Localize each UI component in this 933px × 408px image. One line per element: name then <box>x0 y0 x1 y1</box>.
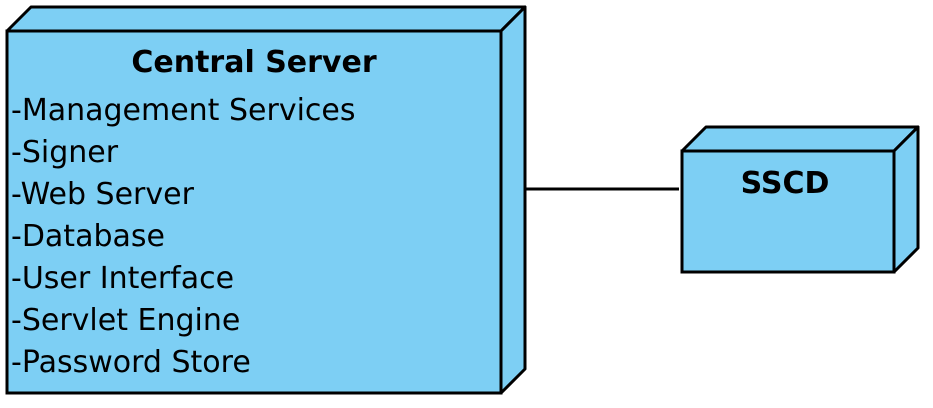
sscd-front-face <box>680 149 896 274</box>
central-server-component: -User Interface <box>11 261 235 296</box>
central-server-component: -Servlet Engine <box>11 303 241 338</box>
sscd-node <box>680 125 920 274</box>
central-server-component: -Web Server <box>11 177 194 212</box>
sscd-side-face <box>892 125 920 274</box>
central-server-component: -Management Services <box>11 93 356 128</box>
central-server-side-face <box>499 5 527 395</box>
sscd-title: SSCD <box>740 166 830 201</box>
sscd-top-face <box>680 125 920 153</box>
central-server-component-list: -Management Services -Signer -Web Server… <box>11 90 356 384</box>
central-server-component: -Password Store <box>11 345 251 380</box>
central-server-component: -Database <box>11 219 165 254</box>
central-server-component: -Signer <box>11 135 119 170</box>
central-server-title: Central Server <box>131 45 377 80</box>
central-server-front-face <box>5 29 503 395</box>
central-server-node <box>5 5 527 395</box>
central-server-top-face <box>5 5 527 33</box>
